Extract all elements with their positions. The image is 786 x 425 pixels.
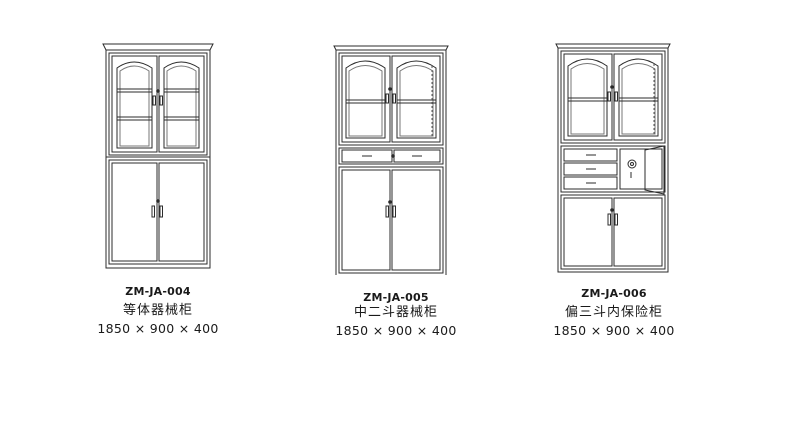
product-card-1: ZM-JA-004 等体器械柜 1850 × 900 × 400 [58, 0, 258, 360]
product-card-2: ZM-JA-005 中二斗器械柜 1850 × 900 × 400 [296, 0, 496, 360]
cabinet-image [102, 43, 214, 269]
cabinet-image [333, 45, 449, 275]
product-code: ZM-JA-004 [125, 285, 191, 298]
product-dimensions: 1850 × 900 × 400 [97, 321, 219, 336]
product-name: 等体器械柜 [122, 303, 193, 318]
cabinet-image [555, 43, 671, 273]
product-name: 中二斗器械柜 [353, 305, 438, 320]
product-dimensions: 1850 × 900 × 400 [335, 323, 457, 338]
product-code: ZM-JA-006 [581, 287, 647, 300]
product-code: ZM-JA-005 [363, 291, 429, 304]
product-dimensions: 1850 × 900 × 400 [553, 323, 675, 338]
product-name: 偏三斗内保险柜 [564, 305, 663, 320]
product-card-3: ZM-JA-006 偏三斗内保险柜 1850 × 900 × 400 [514, 0, 714, 360]
